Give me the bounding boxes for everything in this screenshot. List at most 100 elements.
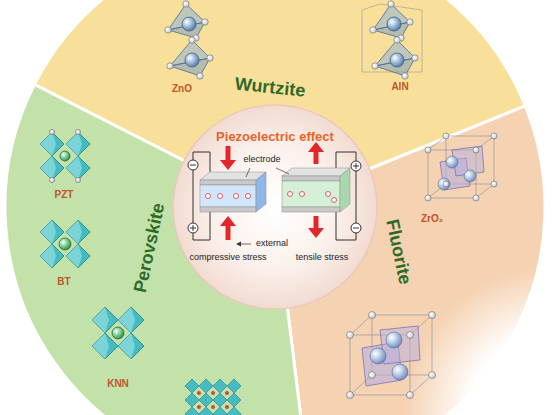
charge-sign: [353, 228, 359, 229]
crystal-label: PZT: [52, 188, 77, 201]
fluorite-structure: [429, 312, 436, 319]
zro2-structure: [464, 170, 476, 182]
zno-structure: [197, 73, 203, 79]
crystal-name: ZrO₂: [421, 213, 443, 224]
aln-structure: [394, 37, 400, 43]
crystal-name: KNN: [107, 378, 129, 389]
fluorite-structure: [347, 332, 354, 339]
right-slab: [326, 192, 331, 197]
knn-structure: [112, 327, 124, 339]
pzt-structure: [76, 178, 81, 183]
fluorite-structure: [370, 348, 386, 364]
left-slab: [206, 194, 211, 199]
pzt-structure: [50, 130, 55, 135]
left-slab: [246, 194, 251, 199]
external-label: external: [256, 239, 288, 249]
right-slab: [288, 192, 293, 197]
right-slab: [300, 192, 305, 197]
aln-structure: [388, 1, 394, 7]
fluorite-structure: [386, 332, 402, 348]
charge-sign: [188, 223, 198, 233]
zro2-structure: [425, 195, 431, 201]
crystal-label: ZrO₂: [418, 212, 446, 225]
zno-structure: [189, 37, 195, 43]
right-slab: [282, 207, 340, 212]
right-slab: [282, 168, 350, 176]
zro2-structure: [473, 195, 479, 201]
charge-sign: [193, 225, 194, 231]
zno-structure: [165, 27, 171, 33]
right-slab: [282, 176, 340, 181]
aln-structure: [390, 53, 404, 67]
aln-structure: [407, 19, 413, 25]
right-slab: [282, 181, 340, 207]
zro2-structure: [473, 147, 479, 153]
aln-structure: [370, 27, 376, 33]
left-slab: [200, 172, 266, 180]
right-slab: [288, 192, 337, 203]
fluorite-structure: [369, 372, 376, 379]
left-slab: [200, 172, 266, 212]
zro2-structure: [491, 133, 497, 139]
left-slab: [206, 194, 251, 199]
charge-sign: [351, 161, 361, 171]
crystal-name: ZnO: [172, 83, 192, 94]
right-slab: [332, 198, 337, 203]
left-slab: [200, 207, 256, 212]
perovskite-structure: [211, 391, 215, 395]
charge-sign: [356, 163, 357, 169]
fluorite-structure: [369, 312, 376, 319]
left-slab: [200, 185, 256, 207]
aln-structure: [402, 73, 408, 79]
crystal-label: KNN: [104, 377, 132, 390]
left-slab: [234, 194, 239, 199]
stress-label: compressive stress: [189, 253, 266, 263]
aln-structure: [372, 63, 378, 69]
bt-structure: [59, 238, 71, 250]
fluorite-structure: [392, 364, 408, 380]
sector-wedge: [275, 106, 545, 415]
fluorite-structure: [407, 332, 414, 339]
perovskite-structure: [211, 405, 215, 409]
crystal-name: PZT: [55, 189, 74, 200]
pzt-structure: [60, 151, 70, 161]
crystal-name: AlN: [391, 81, 408, 92]
zro2-structure: [425, 147, 431, 153]
charge-sign: [190, 165, 196, 166]
stress-arrow: [314, 150, 319, 164]
right-slab: [340, 168, 350, 212]
zno-structure: [182, 17, 196, 31]
fluorite-structure: [380, 326, 420, 364]
perovskite-structure: [225, 391, 229, 395]
zro2-structure: [491, 181, 497, 187]
charge-sign: [188, 160, 198, 170]
stress-label: tensile stress: [296, 253, 349, 263]
crystal-name: BT: [57, 276, 70, 287]
center-title: Piezoelectric effect: [216, 130, 334, 144]
zno-structure: [183, 1, 189, 7]
fluorite-structure: [429, 372, 436, 379]
stress-arrow: [226, 224, 231, 240]
electrode-label: electrode: [243, 155, 280, 165]
right-slab: [282, 168, 350, 212]
zro2-structure: [443, 181, 449, 187]
zno-structure: [185, 53, 199, 67]
left-slab: [200, 180, 256, 185]
zno-structure: [207, 55, 213, 61]
crystal-label: ZnO: [169, 82, 195, 95]
zro2-structure: [446, 156, 458, 168]
stress-arrow: [314, 216, 319, 230]
center-circle: Piezoelectric effect: [172, 104, 378, 310]
perovskite-structure: [197, 405, 201, 409]
charge-sign: [351, 223, 361, 233]
fluorite-structure: [347, 392, 354, 399]
zro2-structure: [438, 178, 450, 190]
fluorite-structure: [407, 392, 414, 399]
zro2-structure: [443, 133, 449, 139]
crystal-label: BT: [54, 275, 73, 288]
sector-title: Wurtzite: [234, 74, 306, 101]
